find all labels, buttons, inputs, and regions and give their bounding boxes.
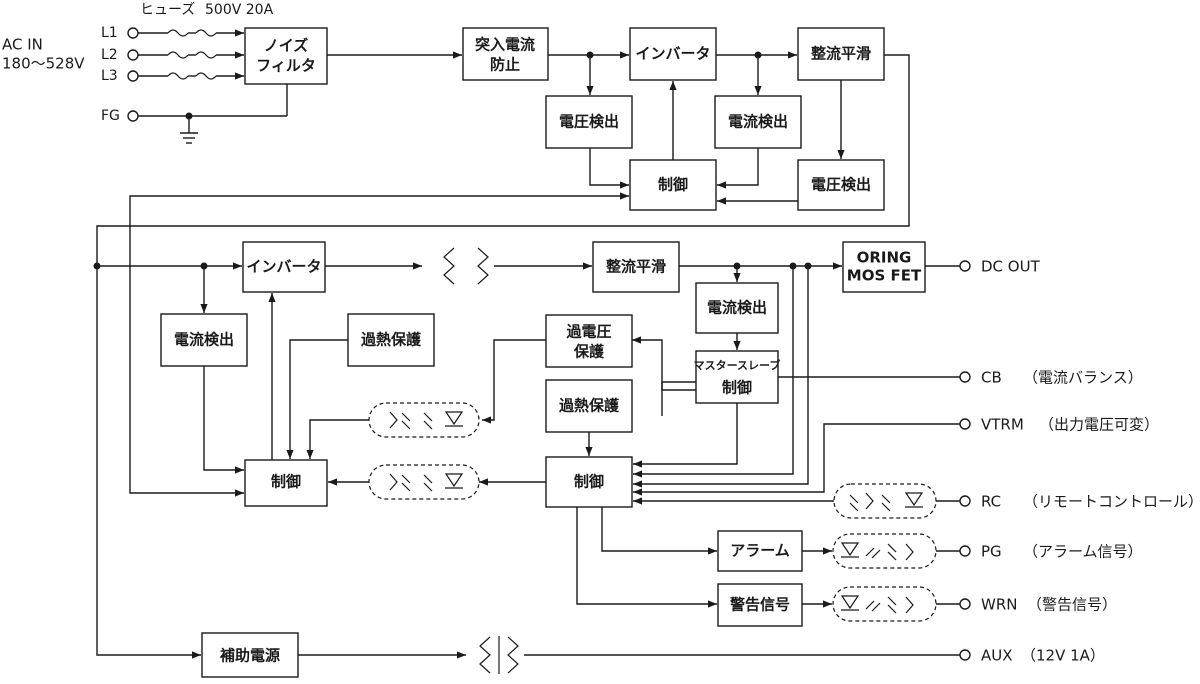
left-control-label: 制御 [271,473,301,491]
photocoupler-icon [833,483,937,519]
secondary-current-detect-block: 電流検出 [695,282,779,334]
alarm-label: アラーム [730,542,790,560]
primary-inverter-block: インバータ [629,27,717,81]
ground-icon [180,132,198,144]
voltage-detect-1-label: 電圧検出 [559,113,619,131]
fuse-label: ヒューズ [140,2,195,18]
cb-label: CB [981,369,1002,387]
wrn-label: WRN [981,596,1017,614]
primary-control-block: 制御 [629,159,717,211]
wrn-terminal-icon [959,598,971,610]
l1-terminal-icon [127,27,139,39]
voltage-detect-block-2: 電圧検出 [797,159,885,211]
pg-label: PG [981,543,1002,561]
secondary-inverter-label: インバータ [246,258,321,276]
fuse-icon [167,29,189,37]
secondary-right-control-block: 制御 [545,456,633,508]
aux-terminal-icon [959,649,971,661]
fuse-icon [167,72,189,80]
vtrm-label: VTRM [981,416,1024,434]
fuse-icon [195,51,217,59]
cb-desc: （電流バランス） [1023,369,1143,387]
voltage-detect-2-label: 電圧検出 [811,176,871,194]
photocoupler-icon [832,533,937,569]
primary-smoothing-label: 整流平滑 [811,45,871,63]
transformer-icon [443,247,489,285]
line-l1-label: L1 [101,25,118,41]
rc-label: RC [981,493,1001,511]
fuse-rating-label: 500V 20A [205,2,274,18]
overvoltage-label-2: 保護 [573,343,605,361]
noise-filter-block: ノイズ フィルタ [244,27,328,85]
primary-control-label: 制御 [658,176,688,194]
dc-out-label: DC OUT [981,258,1041,276]
aux-desc: （12V 1A） [1021,647,1105,665]
transformer-icon [479,636,519,674]
secondary-left-current-detect-block: 電流検出 [160,313,248,367]
fg-label: FG [101,108,120,124]
right-overheat-protection-block: 過熱保護 [545,379,633,433]
wrn-desc: （警告信号） [1027,596,1117,614]
pg-desc: （アラーム信号） [1023,543,1143,561]
oring-label: ORING [857,249,912,267]
voltage-detect-block-1: 電圧検出 [545,95,633,149]
photocoupler-icon [832,586,937,622]
right-control-label: 制御 [574,473,604,491]
secondary-smoothing-block: 整流平滑 [592,241,680,293]
master-slave-label-1: マスタースレーブ [694,358,781,372]
rc-terminal-icon [959,495,971,507]
fuse-icon [195,72,217,80]
dc-out-terminal-icon [959,260,971,272]
warning-signal-block: 警告信号 [717,583,803,627]
l3-terminal-icon [127,70,139,82]
ac-in-label: AC IN [2,36,43,54]
overvoltage-protection-block: 過電圧 保護 [545,314,633,368]
vtrm-terminal-icon [959,418,971,430]
master-slave-label-2: 制御 [722,379,752,397]
l2-terminal-icon [127,49,139,61]
line-l3-label: L3 [101,68,118,84]
overvoltage-label-1: 過電圧 [565,323,611,341]
left-overheat-label: 過熱保護 [360,331,422,349]
mosfet-label: MOS FET [847,267,922,285]
primary-current-detect-block: 電流検出 [714,95,802,149]
noise-filter-label-1: ノイズ [264,37,309,55]
left-overheat-protection-block: 過熱保護 [347,313,435,367]
alarm-block: アラーム [717,530,803,572]
primary-inverter-label: インバータ [635,45,710,63]
noise-filter-label-2: フィルタ [256,57,316,75]
primary-current-detect-label: 電流検出 [728,113,788,131]
fuse-icon [167,51,189,59]
right-overheat-label: 過熱保護 [558,397,620,415]
input-lines [127,27,288,144]
primary-smoothing-block: 整流平滑 [797,27,885,81]
photocoupler-icon [368,464,480,500]
aux-label: AUX [981,647,1013,665]
secondary-smoothing-label: 整流平滑 [606,258,666,276]
voltage-range-label: 180～528V [2,55,85,73]
inrush-prevention-block: 突入電流 防止 [462,27,549,81]
inrush-label-1: 突入電流 [475,36,535,54]
fg-terminal-icon [127,110,139,122]
aux-power-block: 補助電源 [201,632,299,678]
warning-label: 警告信号 [729,596,790,614]
inrush-label-2: 防止 [490,56,520,74]
vtrm-desc: （出力電圧可変） [1039,416,1159,434]
cb-terminal-icon [959,371,971,383]
rc-desc: （リモートコントロール） [1023,493,1200,511]
fuse-icon [195,29,217,37]
secondary-current-detect-label: 電流検出 [707,299,767,317]
left-current-detect-label: 電流検出 [174,331,234,349]
aux-power-label: 補助電源 [219,647,280,665]
secondary-inverter-block: インバータ [242,241,326,293]
oring-mosfet-block: ORING MOS FET [842,241,926,293]
secondary-left-control-block: 制御 [244,459,328,507]
pg-terminal-icon [959,545,971,557]
master-slave-block: マスタースレーブ 制御 [694,350,781,404]
photocoupler-icon [368,402,480,438]
line-l2-label: L2 [101,47,118,63]
